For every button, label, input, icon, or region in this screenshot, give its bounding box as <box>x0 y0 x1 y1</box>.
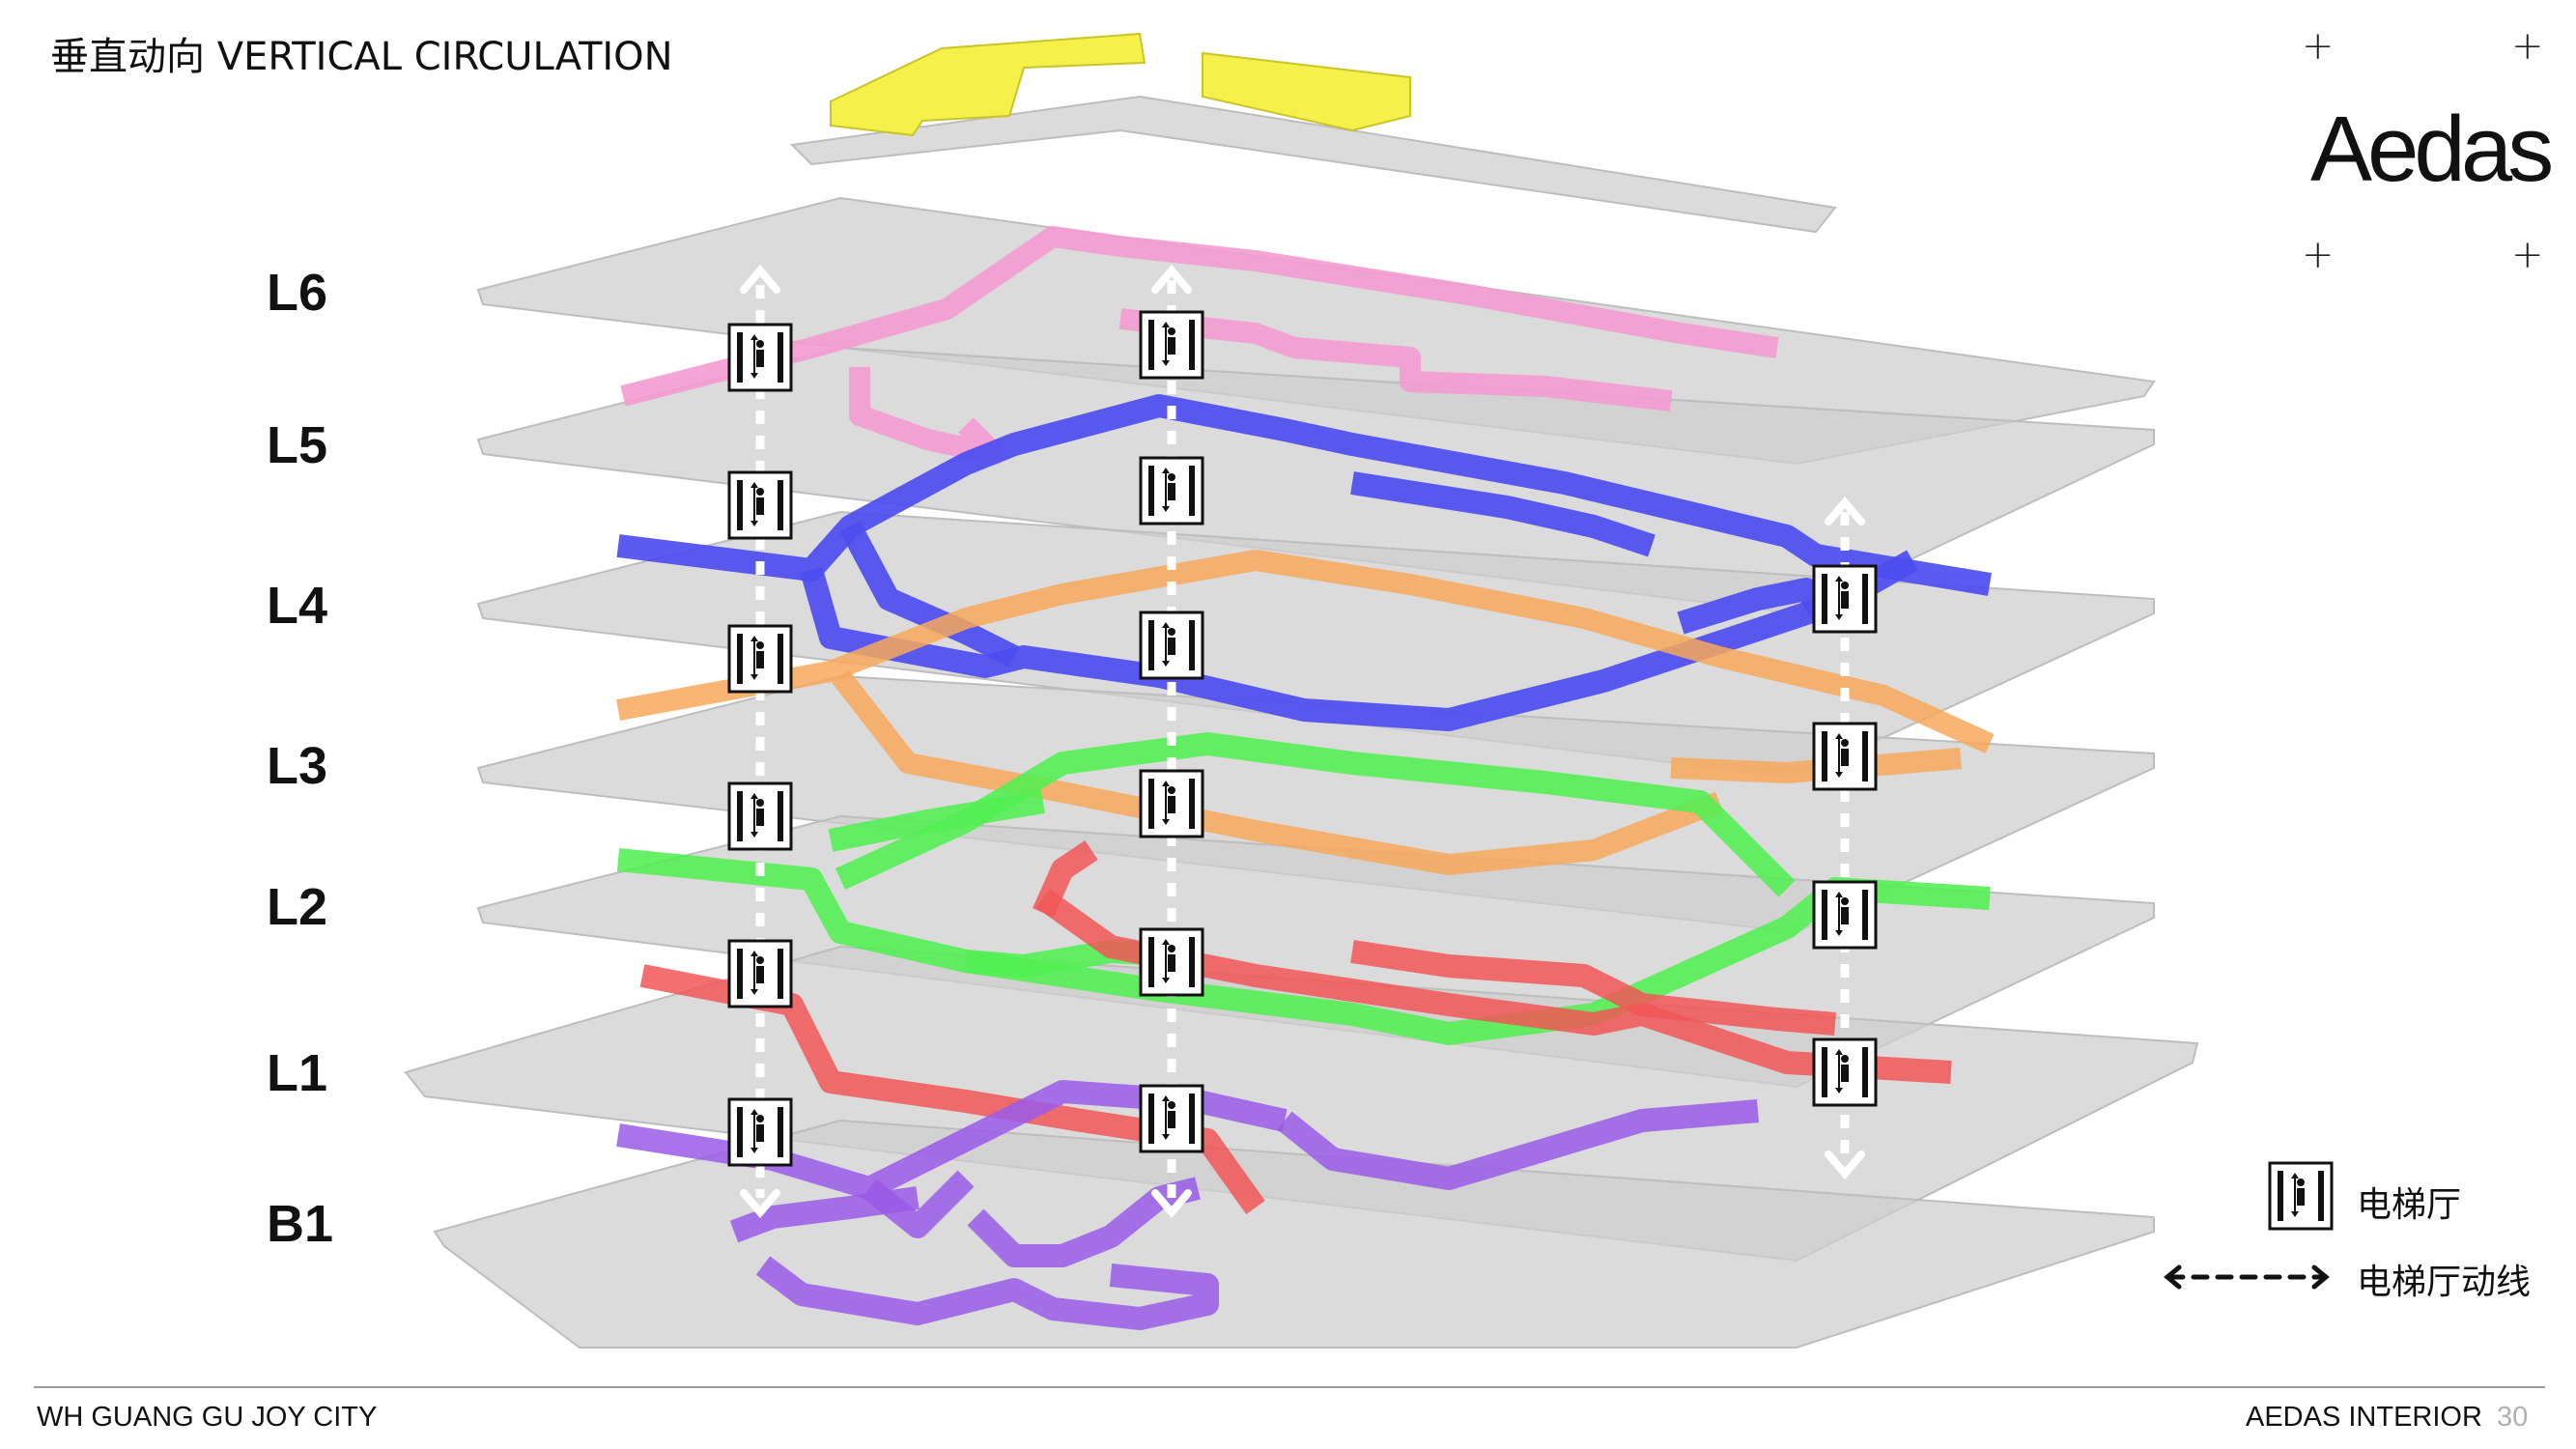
legend-route-label: 电梯厅动线 <box>2357 1263 2532 1302</box>
level-label-l3: L3 <box>267 737 328 795</box>
level-label-b1: B1 <box>267 1195 334 1253</box>
elevator-hall-icon <box>727 470 793 540</box>
company-name: AEDAS INTERIOR <box>2246 1402 2482 1433</box>
elevator-hall-icon <box>1139 456 1204 526</box>
elevator-hall-icon <box>1139 310 1204 380</box>
legend-route: 电梯厅动线 <box>2357 1254 2531 1304</box>
footer-divider <box>34 1386 2545 1388</box>
page-title: 垂直动向 VERTICAL CIRCULATION <box>50 35 673 79</box>
brand-logo: Aedas <box>2310 98 2554 201</box>
elevator-hall-icon <box>1139 1084 1204 1153</box>
elevator-hall-icon <box>1812 564 1878 634</box>
level-label-l4: L4 <box>267 577 328 635</box>
level-label-l5: L5 <box>267 416 328 474</box>
legend-elevator-label: 电梯厅 <box>2357 1185 2462 1225</box>
legend-elevator-hall: 电梯厅 <box>2357 1177 2461 1227</box>
level-label-l6: L6 <box>267 264 328 322</box>
elevator-hall-icon <box>727 781 793 851</box>
route-l3 <box>616 732 1991 1045</box>
corner-crosshair-bottom-right: + <box>2511 233 2544 277</box>
elevator-hall-icon <box>1812 1037 1878 1107</box>
page-number: 30 <box>2497 1402 2529 1433</box>
level-label-l1: L1 <box>267 1044 328 1102</box>
elevator-hall-icon <box>727 939 793 1009</box>
elevator-hall-icon <box>727 624 793 694</box>
route-l4 <box>616 550 1995 875</box>
floor-plate-roof <box>789 95 1837 234</box>
floor-plate-l6 <box>476 196 2156 466</box>
level-label-l2: L2 <box>267 878 328 936</box>
corner-crosshair-bottom-left: + <box>2302 233 2335 277</box>
elevator-hall-icon <box>1139 769 1204 838</box>
elevator-hall-icon <box>2268 1161 2334 1231</box>
roof-structure <box>830 32 1411 137</box>
elevator-hall-icon <box>1139 927 1204 997</box>
elevator-hall-icon <box>1812 722 1878 791</box>
corner-crosshair-top-left: + <box>2302 24 2335 69</box>
elevator-hall-icon <box>727 323 793 392</box>
elevator-hall-icon <box>1139 611 1204 680</box>
floor-plate-l4 <box>476 510 2155 780</box>
legend-icons <box>2164 1161 2334 1290</box>
elevator-hall-icon <box>727 1097 793 1167</box>
corner-crosshair-top-right: + <box>2511 24 2544 69</box>
elevator-hall-icon <box>1812 880 1878 950</box>
vertical-path-arrows <box>740 264 1865 1219</box>
project-name: WH GUANG GU JOY CITY <box>37 1402 378 1433</box>
dashed-double-arrow-icon <box>2164 1264 2330 1290</box>
